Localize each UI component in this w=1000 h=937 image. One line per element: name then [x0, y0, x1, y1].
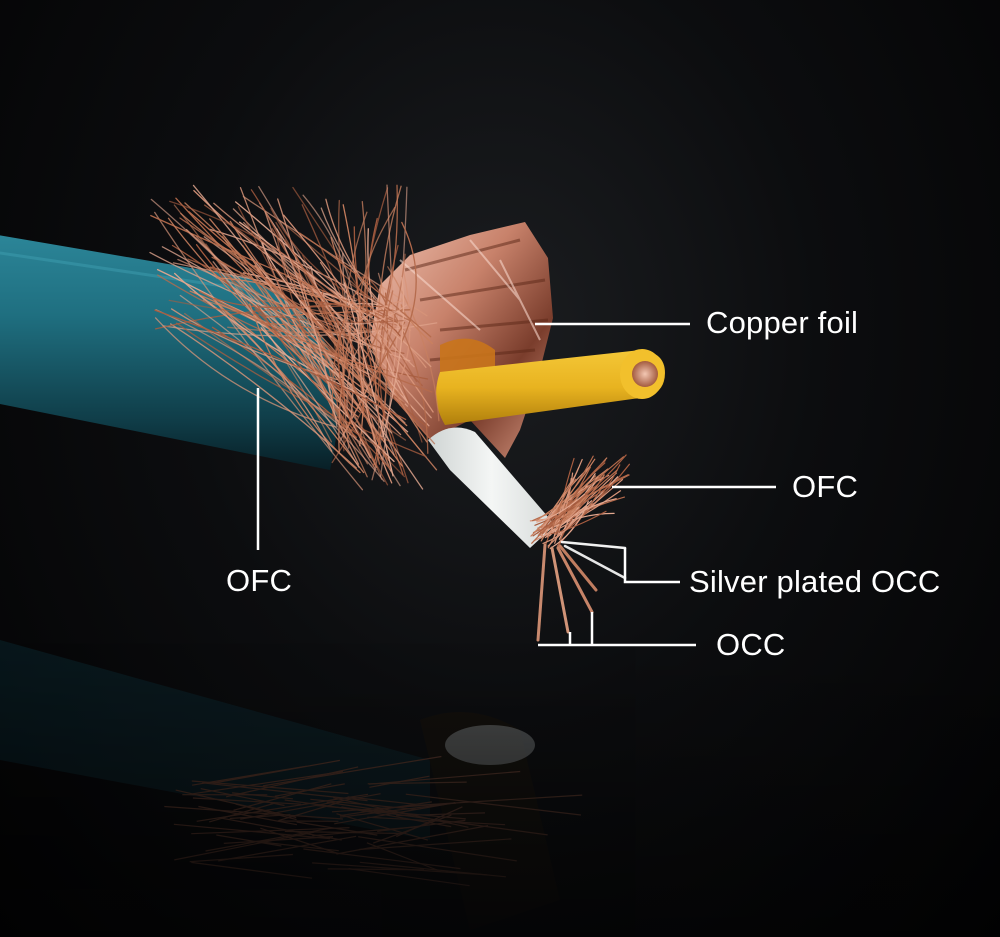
- ofc-strand: [175, 322, 427, 458]
- inner-ofc-strand: [536, 493, 586, 523]
- ofc-strand: [330, 236, 428, 443]
- ofc-strand: [387, 266, 440, 422]
- ofc-strand: [298, 232, 432, 338]
- ofc-strand: [188, 211, 352, 354]
- occ-wires: [536, 543, 598, 642]
- ofc-strand: [213, 297, 343, 309]
- ofc-strand: [342, 211, 368, 449]
- ofc-strand: [261, 242, 332, 338]
- ofc-strand: [284, 239, 354, 348]
- inner-ofc-strand: [542, 509, 581, 544]
- ofc-strand: [194, 291, 333, 452]
- ofc-strand: [366, 217, 378, 338]
- ofc-strand: [306, 283, 343, 367]
- ofc-strand: [249, 303, 361, 474]
- ofc-strand: [346, 329, 380, 409]
- ofc-strand: [229, 220, 389, 409]
- inner-ofc-bundle: [529, 454, 630, 549]
- ofc-strand: [167, 217, 348, 398]
- inner-ofc-strand: [539, 500, 593, 539]
- white-insulated-conductor: [428, 427, 555, 548]
- ofc-strand: [258, 186, 395, 456]
- label-ofc-outer: OFC: [226, 563, 293, 598]
- cable-reflection: [0, 640, 1000, 937]
- ofc-strand: [155, 309, 365, 447]
- yellow-insulated-conductor: [436, 350, 665, 425]
- ofc-strand: [170, 308, 339, 381]
- ofc-strand: [199, 290, 433, 393]
- ofc-strand: [173, 272, 367, 398]
- callout-leader-lines: [256, 322, 776, 647]
- leader-occ: [538, 612, 696, 647]
- ofc-strand: [211, 256, 332, 333]
- ofc-strand: [382, 276, 405, 438]
- ofc-strand: [270, 207, 397, 321]
- ofc-strand: [256, 304, 391, 470]
- ofc-strand: [212, 261, 360, 468]
- ofc-strand: [283, 214, 434, 413]
- ofc-strand: [243, 221, 358, 333]
- inner-ofc-strand: [549, 498, 617, 537]
- inner-ofc-strand: [552, 478, 577, 529]
- ofc-strand: [302, 194, 361, 335]
- yellow-conductor-copper-core: [632, 361, 658, 387]
- ofc-strand: [400, 221, 417, 344]
- ofc-strand: [179, 217, 344, 352]
- ofc-strand: [343, 282, 394, 477]
- label-occ: OCC: [716, 627, 786, 662]
- ofc-strand: [392, 311, 429, 454]
- ofc-strand: [361, 200, 367, 314]
- inner-ofc-strand: [534, 476, 623, 526]
- ofc-strand: [276, 228, 338, 428]
- inner-ofc-strand: [549, 500, 589, 549]
- ofc-strand: [400, 304, 434, 345]
- inner-ofc-strand: [555, 507, 578, 530]
- inner-ofc-strand: [554, 486, 593, 522]
- ofc-strand: [338, 322, 353, 454]
- blue-outer-jacket: [0, 235, 338, 470]
- inner-ofc-strand: [556, 502, 585, 549]
- ofc-strand: [168, 299, 404, 323]
- inner-ofc-strand: [558, 476, 619, 535]
- ofc-strand: [339, 327, 390, 442]
- leader-silver-plated-occ: [623, 548, 680, 584]
- label-ofc-inner: OFC: [792, 469, 859, 504]
- ofc-strand: [237, 206, 389, 486]
- ofc-strand: [211, 265, 406, 404]
- ofc-strand: [232, 208, 432, 419]
- inner-ofc-strand: [550, 510, 607, 535]
- ofc-strand: [331, 253, 406, 464]
- label-silver-plated-occ: Silver plated OCC: [689, 564, 941, 599]
- ofc-strand: [359, 187, 389, 418]
- ofc-strand: [386, 184, 395, 329]
- ofc-strand: [319, 261, 354, 423]
- silver-plated-occ-wires: [560, 540, 627, 580]
- ofc-strand: [377, 290, 394, 440]
- ofc-strand: [239, 187, 360, 465]
- inner-ofc-strand: [536, 468, 609, 521]
- ofc-strand: [154, 211, 364, 491]
- ofc-strand: [337, 330, 352, 424]
- ofc-strand: [358, 206, 396, 340]
- label-copper-foil: Copper foil: [706, 305, 859, 340]
- ofc-braid-strands: [149, 184, 440, 491]
- inner-ofc-strand: [546, 478, 572, 538]
- ofc-strand: [364, 184, 398, 361]
- ofc-strand: [184, 202, 424, 455]
- ofc-strand: [154, 309, 407, 421]
- ofc-strand: [375, 185, 402, 404]
- inner-ofc-strand: [532, 454, 627, 537]
- ofc-strand: [169, 200, 351, 311]
- ofc-strand: [156, 268, 409, 433]
- ofc-strand: [401, 267, 411, 376]
- ofc-strand: [179, 294, 385, 482]
- ofc-strand: [180, 212, 366, 313]
